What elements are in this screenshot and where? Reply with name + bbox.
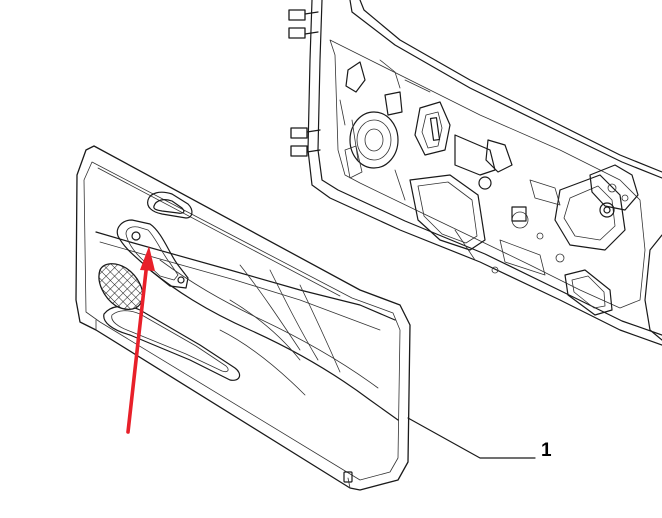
- door-trim-panel: [75, 145, 411, 491]
- callout-number-1: 1: [541, 440, 552, 461]
- door-handle-recess: [147, 191, 193, 219]
- grab-handle: [116, 219, 189, 289]
- door-inner-frame: [288, 0, 662, 346]
- speaker-cutout: [349, 111, 399, 169]
- red-arrow-pointer: [126, 246, 155, 434]
- latch-area: [554, 164, 639, 251]
- lower-hinge: [290, 127, 321, 157]
- callout-leader: [407, 417, 536, 459]
- upper-hinge: [288, 9, 319, 39]
